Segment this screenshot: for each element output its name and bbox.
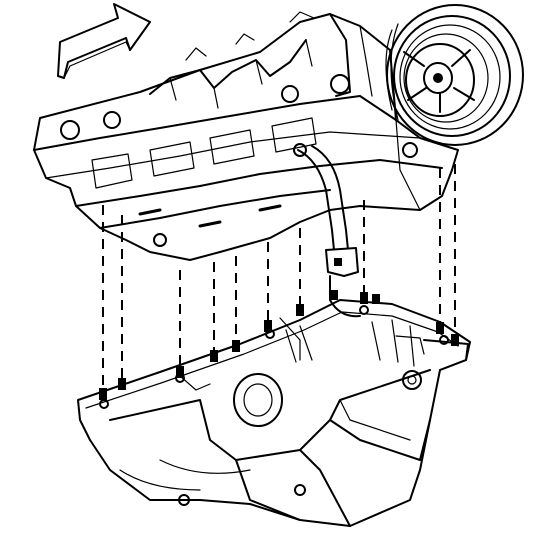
crankshaft-pulley <box>385 4 524 146</box>
oil-pan <box>77 299 471 527</box>
engine-block <box>33 11 459 261</box>
oil-pan-bolts <box>99 290 459 400</box>
oil-pump-pickup-tube <box>297 145 361 318</box>
front-direction-arrow <box>57 3 151 79</box>
bolt-alignment-lines <box>102 164 456 392</box>
